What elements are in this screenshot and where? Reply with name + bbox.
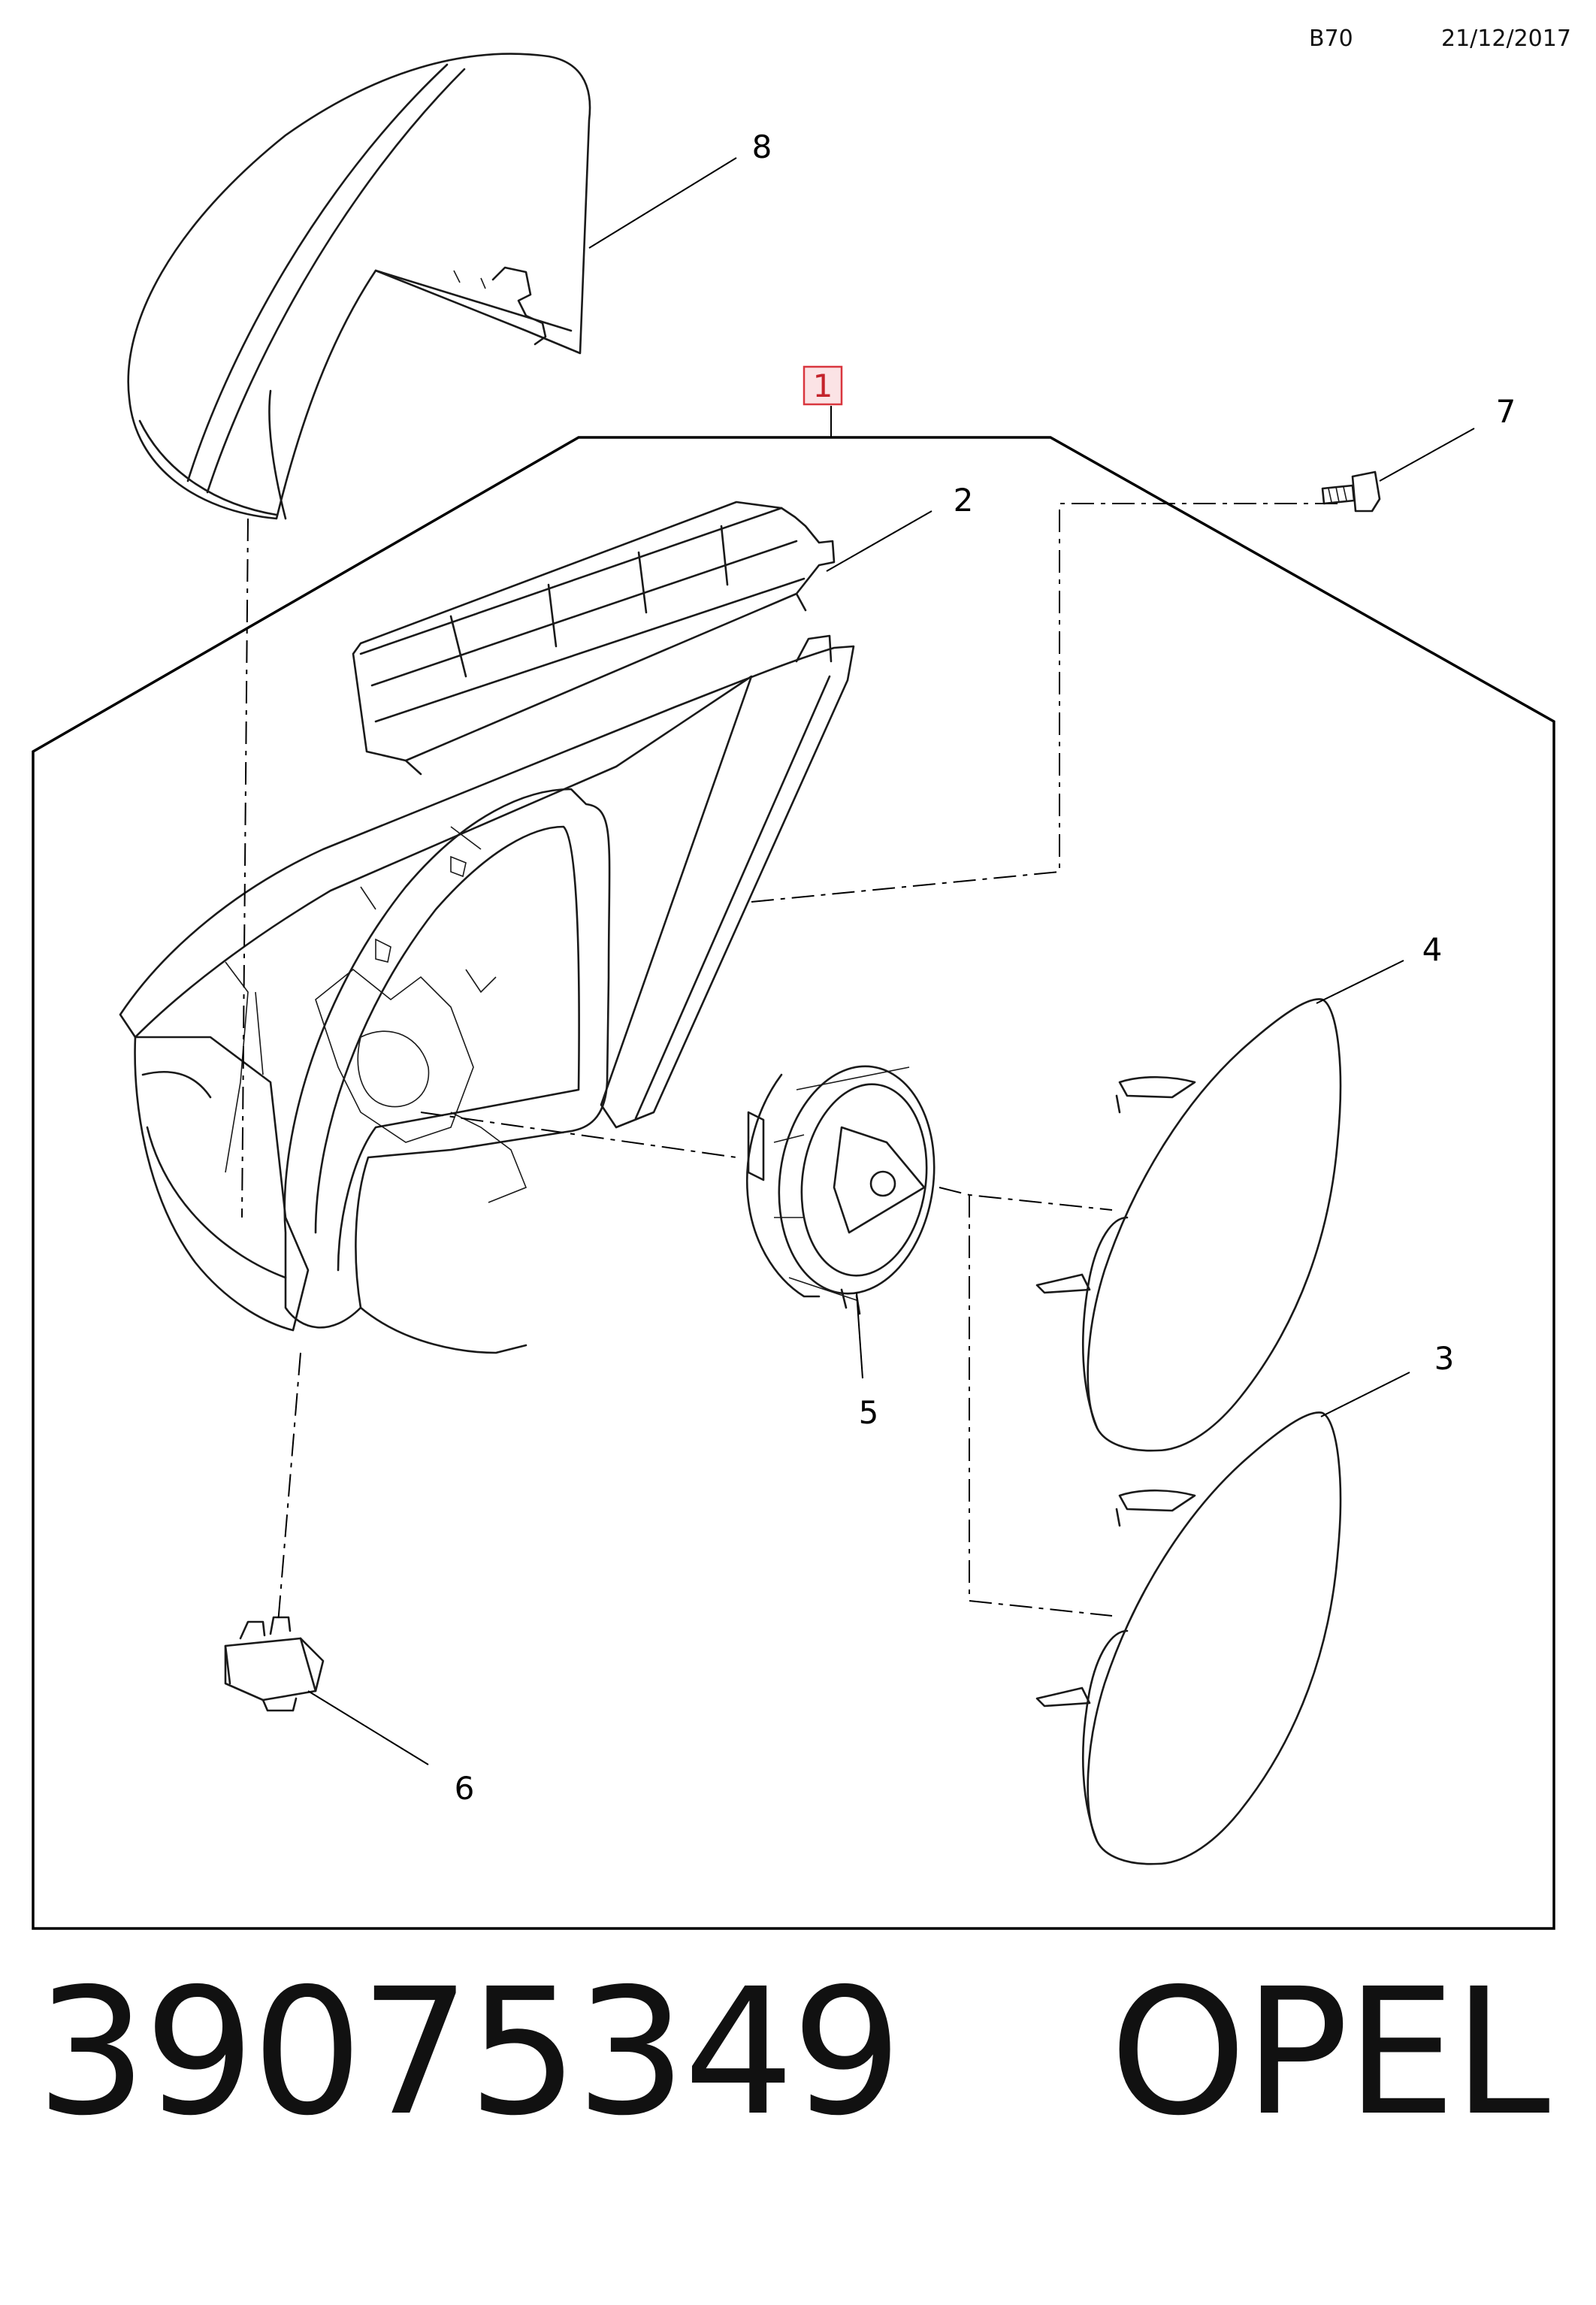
callout-2: 2	[954, 482, 974, 519]
callout-6: 6	[455, 1770, 475, 1807]
assembly-frame	[32, 436, 1555, 1930]
mirror-glass-part	[1035, 1411, 1342, 1865]
callout-3: 3	[1434, 1340, 1455, 1377]
mirror-actuator-part	[746, 1065, 936, 1315]
puddle-lamp-part	[224, 1616, 325, 1712]
screw-part	[1321, 470, 1381, 513]
callout-7: 7	[1496, 393, 1516, 430]
brand-name: OPEL	[1109, 1951, 1550, 2154]
callout-8: 8	[752, 129, 772, 165]
mirror-glass-heated-part	[1035, 998, 1342, 1452]
part-number: 39075349	[36, 1951, 902, 2154]
callout-box-1	[803, 365, 843, 406]
upper-housing-part	[352, 501, 836, 776]
callout-5: 5	[859, 1394, 879, 1431]
diagram-code: B70	[1309, 26, 1353, 52]
footer: 39075349 OPEL	[36, 1951, 1550, 2154]
diagram-date: 21/12/2017	[1441, 26, 1571, 52]
mirror-main-body	[119, 634, 855, 1354]
callout-1: 1	[813, 368, 833, 404]
mirror-cover-part	[127, 53, 591, 520]
exploded-parts-diagram: 1 2 3 4 5 6 7 8	[32, 53, 1555, 1930]
callout-4: 4	[1422, 931, 1443, 968]
